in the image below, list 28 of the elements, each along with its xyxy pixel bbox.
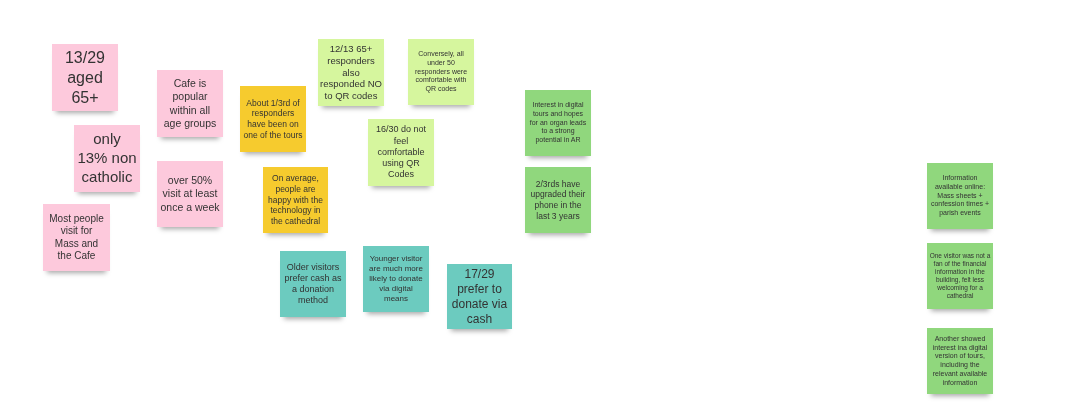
sticky-note xyxy=(52,44,118,111)
sticky-note xyxy=(280,251,346,317)
sticky-note xyxy=(363,246,429,312)
note-text: On average, people are happy with the technology in the cathedral xyxy=(267,173,324,227)
note-text: About 1/3rd of responders have been on one of the tours xyxy=(242,97,304,141)
note-text: Cafe is popular within all age groups xyxy=(163,77,217,130)
note-text: 2/3rds have upgraded their phone in the last 3 years xyxy=(529,178,587,222)
note-text: 12/13 65+ responders also responded NO to QR codes xyxy=(320,42,382,103)
note-text: Most people visit for Mass and the Cafe xyxy=(48,212,105,263)
sticky-note xyxy=(43,204,110,271)
sticky-note xyxy=(525,167,591,233)
sticky-note xyxy=(408,39,474,105)
sticky-note xyxy=(240,86,306,152)
sticky-note xyxy=(927,243,993,309)
sticky-note xyxy=(263,167,328,233)
sticky-note xyxy=(927,328,993,394)
sticky-note xyxy=(157,70,223,137)
note-text: Older visitors prefer cash as a donation method xyxy=(283,261,343,307)
sticky-note xyxy=(157,161,223,227)
note-text: 13/29 aged 65+ xyxy=(63,47,106,108)
sticky-note xyxy=(368,119,434,186)
note-text: only 13% non catholic xyxy=(76,130,138,187)
sticky-note xyxy=(525,90,591,156)
note-text: over 50% visit at least once a week xyxy=(160,174,220,214)
note-text: Younger visitor are much more likely to donate via digital means xyxy=(368,254,424,304)
sticky-note xyxy=(927,163,993,229)
note-text: 17/29 prefer to donate via cash xyxy=(450,266,509,327)
note-text: 16/30 do not feel comfortable using QR Codes xyxy=(374,124,427,181)
